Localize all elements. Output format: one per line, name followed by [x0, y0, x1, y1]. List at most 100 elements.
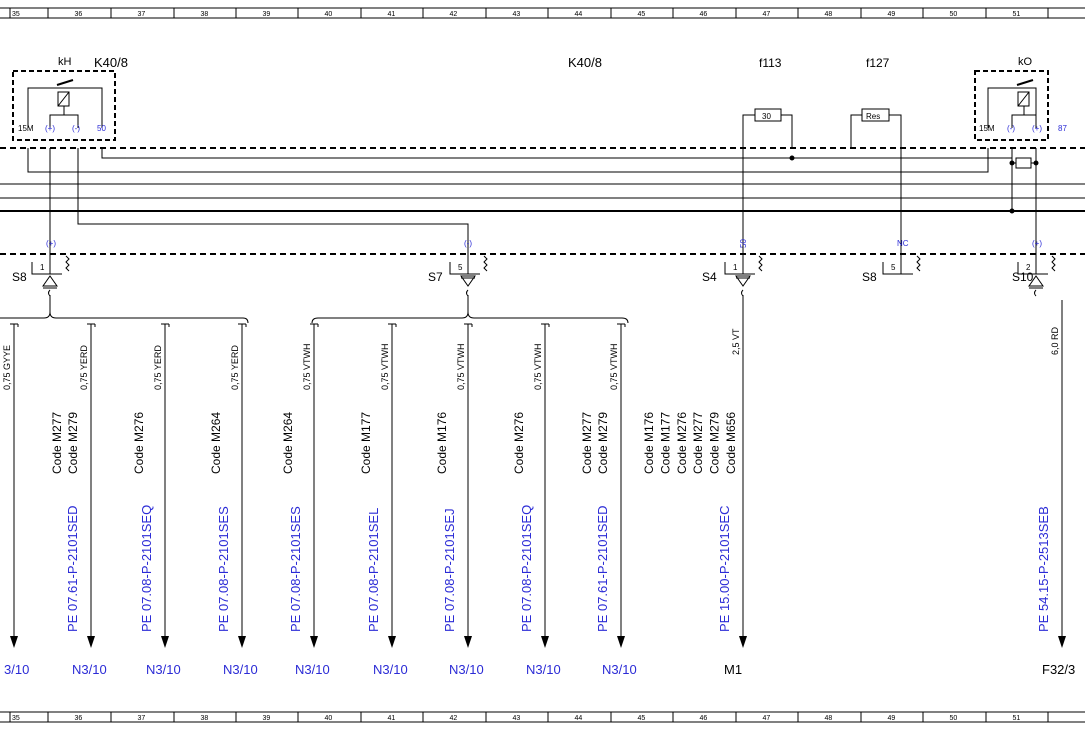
- connector-housing: [724, 262, 755, 275]
- connector-pin: 1: [733, 263, 738, 272]
- column-number: 48: [825, 715, 833, 722]
- column-number: 40: [325, 11, 333, 18]
- code-label: Code M279: [708, 412, 722, 474]
- wire-spec: 0,75 YERD: [230, 345, 240, 390]
- wire-destination: N3/10: [602, 662, 637, 677]
- wire-destination: N3/10: [295, 662, 330, 677]
- connector-housing: [882, 262, 913, 275]
- shield-spring-icon: [65, 255, 70, 272]
- column-number: 38: [201, 715, 209, 722]
- column-number: 42: [450, 715, 458, 722]
- code-label: Code M276: [675, 412, 689, 474]
- fuse-f127: [850, 108, 902, 148]
- column-number: 44: [575, 715, 583, 722]
- column-number: 47: [763, 11, 771, 18]
- connector-housing: [1017, 262, 1048, 275]
- arrow-down-icon: [739, 636, 747, 648]
- wire-reference: PE 07.61-P-2101SED: [65, 506, 80, 632]
- column-number: 51: [1013, 715, 1021, 722]
- connector-label: S8: [12, 270, 27, 284]
- relay-left-ref: K40/8: [94, 55, 128, 70]
- connector-pin: 5: [891, 263, 896, 272]
- column-number: 48: [825, 11, 833, 18]
- fuse-f127-value: Res: [866, 112, 880, 121]
- column-number: 41: [388, 715, 396, 722]
- wire-destination: M1: [724, 662, 742, 677]
- wire-tick: [10, 323, 19, 327]
- arrow-down-icon: [238, 636, 246, 648]
- wire-destination: N3/10: [526, 662, 561, 677]
- column-number: 38: [201, 11, 209, 18]
- pin-mark-s8-left: (+): [46, 239, 56, 248]
- column-number: 39: [263, 11, 271, 18]
- wire-reference: PE 07.08-P-2101SES: [216, 506, 231, 632]
- code-label: Code M277: [50, 412, 64, 474]
- wire-destination: N3/10: [146, 662, 181, 677]
- wire-reference: PE 54.15-P-2513SEB: [1036, 506, 1051, 632]
- arrow-down-icon: [10, 636, 18, 648]
- column-number: 41: [388, 11, 396, 18]
- column-number: 45: [638, 11, 646, 18]
- arrow-down-icon: [310, 636, 318, 648]
- arrow-down-icon: [541, 636, 549, 648]
- relay-left-switch: [27, 79, 103, 128]
- column-number: 37: [138, 715, 146, 722]
- code-label: Code M656: [724, 412, 738, 474]
- connector-housing: [31, 262, 62, 275]
- column-number: 35: [12, 11, 20, 18]
- wire-destination: N3/10: [72, 662, 107, 677]
- column-number: 44: [575, 11, 583, 18]
- connector-pin: 2: [1026, 263, 1031, 272]
- arrow-up-icon: [1028, 275, 1044, 289]
- relay-right-box: [974, 70, 1049, 141]
- wire-tick: [617, 323, 626, 327]
- pin-mark-s10: (+): [1032, 239, 1042, 248]
- column-number: 50: [950, 715, 958, 722]
- connector-label: S7: [428, 270, 443, 284]
- column-number: 46: [700, 715, 708, 722]
- shield-spring-icon: [758, 255, 763, 272]
- column-number: 50: [950, 11, 958, 18]
- column-number: 36: [75, 715, 83, 722]
- code-label: Code M264: [209, 412, 223, 474]
- wire-tick: [388, 323, 397, 327]
- relay-right-pin-plus: (+): [1032, 124, 1042, 133]
- harness-conductors: [0, 148, 1085, 245]
- column-number: 36: [75, 11, 83, 18]
- fuse-f127-id: f127: [866, 56, 890, 70]
- wire-tick: [464, 323, 473, 327]
- connector-pin: 1: [40, 263, 45, 272]
- column-number: 37: [138, 11, 146, 18]
- relay-right-pin-87: 87: [1058, 124, 1067, 133]
- wire-reference: PE 07.61-P-2101SED: [595, 506, 610, 632]
- connector-s8: S8 1: [12, 245, 70, 297]
- wire-destination: N3/10: [449, 662, 484, 677]
- wire-spec: 2,5 VT: [731, 328, 741, 355]
- relay-left-box: [12, 70, 116, 141]
- arrow-down-icon: [1058, 636, 1066, 648]
- fuse-f113: [742, 108, 793, 148]
- code-label: Code M277: [691, 412, 705, 474]
- code-label: Code M176: [642, 412, 656, 474]
- shield-spring-icon: [483, 255, 488, 272]
- relay-right-coil-label: kO: [1018, 56, 1033, 68]
- relay-left-pin-50: 50: [97, 124, 106, 133]
- code-label: Code M279: [596, 412, 610, 474]
- connector-label: S8: [862, 270, 877, 284]
- wire-spec: 0,75 VTWH: [456, 343, 466, 390]
- relay-left-coil-label: kH: [58, 56, 72, 68]
- code-label: Code M176: [435, 412, 449, 474]
- column-number: 39: [263, 715, 271, 722]
